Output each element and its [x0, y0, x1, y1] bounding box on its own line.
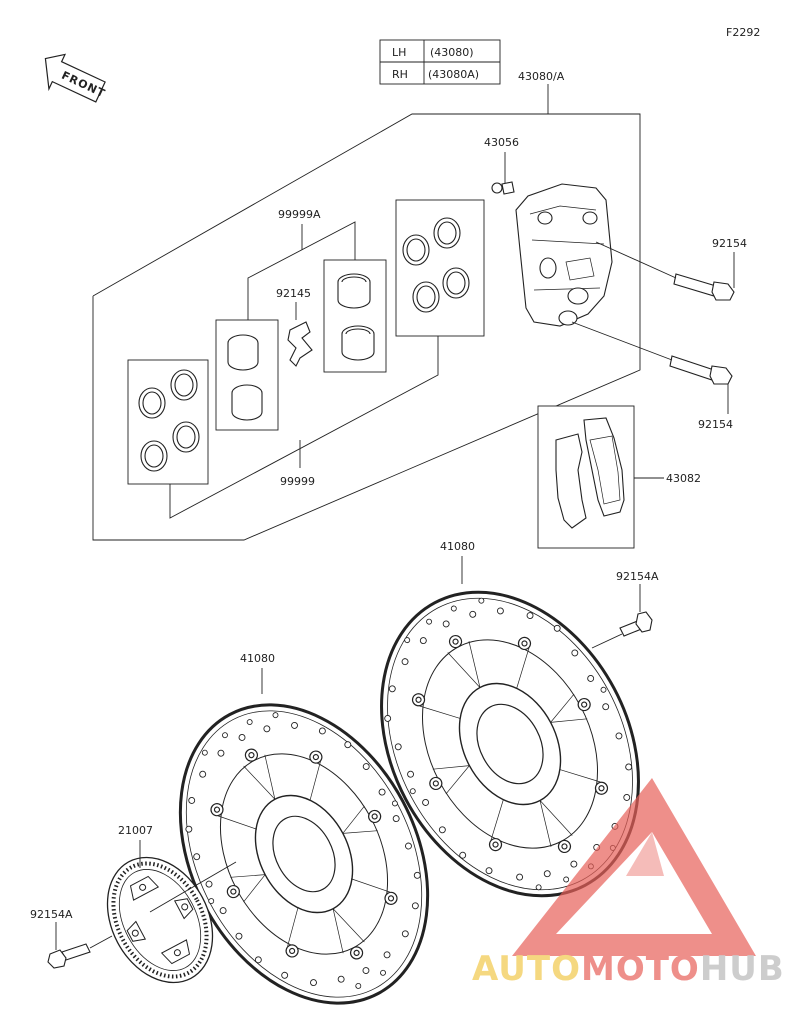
- caliper-bolt-upper: [673, 273, 735, 301]
- disc-bolt-left: [47, 943, 91, 969]
- brake-disc-right: [380, 590, 640, 898]
- label-caliper-assy: 43080/A: [518, 70, 565, 83]
- upper-seal-box: [395, 199, 485, 337]
- front-arrow-icon: FRONT: [44, 53, 108, 103]
- seal-kit-box: [127, 359, 209, 485]
- caliper-bolt-lower: [669, 355, 733, 385]
- piston-box: [215, 319, 279, 431]
- brake-pads-box: [537, 405, 635, 549]
- label-bolt-upper: 92154: [712, 237, 747, 250]
- label-bleed-valve: 43056: [484, 136, 519, 149]
- watermark-word-a: AUTO: [472, 949, 581, 989]
- label-bolt-lower: 92154: [698, 418, 733, 431]
- watermark-word-b: MOTO: [581, 949, 700, 989]
- leader-piston-kit-a: [247, 221, 356, 320]
- caliper-assembly-frame: [92, 84, 641, 541]
- label-disc-bolt-right: 92154A: [616, 570, 659, 583]
- variant-table: LH (43080) RH (43080A): [379, 39, 501, 85]
- pad-spring: [287, 321, 313, 367]
- abs-sensor-rotor: [106, 856, 214, 984]
- leader-seal-kit: [169, 336, 439, 519]
- variant-lh-side: LH: [392, 46, 406, 59]
- watermark-word-c: HUB: [700, 949, 785, 989]
- label-seal-kit: 99999: [280, 475, 315, 488]
- disc-bolt-right: [619, 611, 653, 637]
- label-piston-kit-a: 99999A: [278, 208, 321, 221]
- diagram-id: F2292: [726, 26, 760, 39]
- variant-rh-part: (43080A): [428, 68, 479, 81]
- watermark-triangle-icon: [512, 778, 756, 956]
- brake-disc-left: [178, 703, 430, 1005]
- svg-text:AUTOMOTOHUB: AUTOMOTOHUB: [472, 949, 785, 989]
- label-disc-left: 41080: [240, 652, 275, 665]
- variant-rh-side: RH: [392, 68, 408, 81]
- label-disc-right: 41080: [440, 540, 475, 553]
- brake-caliper: [491, 181, 613, 327]
- label-disc-bolt-left: 92154A: [30, 908, 73, 921]
- label-pad-spring: 92145: [276, 287, 311, 300]
- automotohub-watermark: AUTOMOTOHUB: [472, 778, 785, 989]
- variant-lh-part: (43080): [430, 46, 474, 59]
- label-sensor-rotor: 21007: [118, 824, 153, 837]
- hollow-piston-box: [323, 259, 387, 373]
- label-pad-set: 43082: [666, 472, 701, 485]
